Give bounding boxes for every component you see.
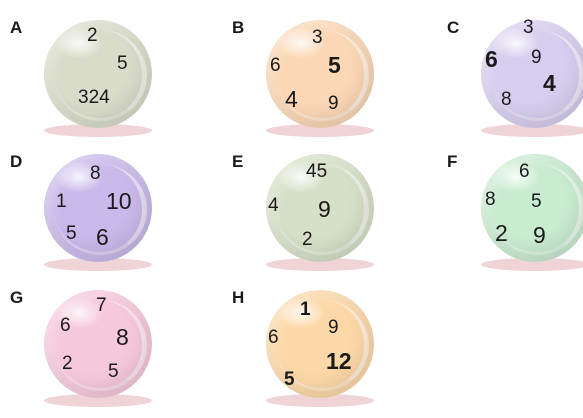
ball-number: 9 (318, 198, 331, 221)
ball-number: 12 (326, 350, 352, 373)
ball-number: 5 (108, 362, 119, 381)
ball-number: 5 (328, 54, 341, 77)
ball-number: 6 (485, 48, 498, 71)
ball-number: 8 (485, 190, 496, 209)
panel-label: A (10, 18, 22, 38)
ball-shading (44, 20, 152, 128)
ball-number: 4 (268, 196, 279, 215)
ball-number: 324 (78, 88, 110, 107)
ball-number: 6 (268, 328, 279, 347)
ball-shading (266, 290, 374, 398)
panel-label: B (232, 18, 244, 38)
panel-f: F 6 8 5 2 9 (447, 152, 583, 282)
ball-number: 2 (302, 230, 313, 249)
ball-number: 8 (501, 90, 512, 109)
panel-label: E (232, 152, 243, 172)
ball (266, 290, 374, 398)
ball-number: 5 (284, 370, 295, 389)
ball-number: 6 (270, 56, 281, 75)
ball-number: 6 (60, 316, 71, 335)
ball-number: 5 (66, 224, 77, 243)
panel-b: B 3 6 5 4 9 (232, 18, 392, 148)
panel-g: G 7 6 8 2 5 (10, 288, 170, 418)
ball-number: 2 (62, 354, 73, 373)
panel-label: H (232, 288, 244, 308)
ball-number: 4 (543, 72, 556, 95)
ball-number: 3 (312, 28, 323, 47)
ball (44, 20, 152, 128)
ball-number: 7 (96, 296, 107, 315)
ball-number: 3 (523, 18, 534, 37)
ball-number: 9 (328, 94, 339, 113)
ball-number: 8 (90, 164, 101, 183)
ball-number: 10 (106, 190, 132, 213)
ball-number: 6 (519, 162, 530, 181)
ball-number: 5 (531, 192, 542, 211)
ball-number: 4 (285, 88, 298, 111)
panel-label: D (10, 152, 22, 172)
ball-number: 5 (117, 54, 128, 73)
ball-number: 2 (87, 26, 98, 45)
panel-label: G (10, 288, 23, 308)
panel-label: C (447, 18, 459, 38)
ball-number: 9 (531, 48, 542, 67)
ball-number: 1 (300, 300, 311, 319)
ball-number: 8 (116, 326, 129, 349)
ball-number: 9 (533, 224, 546, 247)
panel-label: F (447, 152, 457, 172)
ball-number: 45 (306, 162, 327, 181)
ball-number: 6 (96, 226, 109, 249)
ball-number: 9 (328, 318, 339, 337)
ball-number: 2 (495, 222, 508, 245)
ball-number: 1 (56, 192, 67, 211)
